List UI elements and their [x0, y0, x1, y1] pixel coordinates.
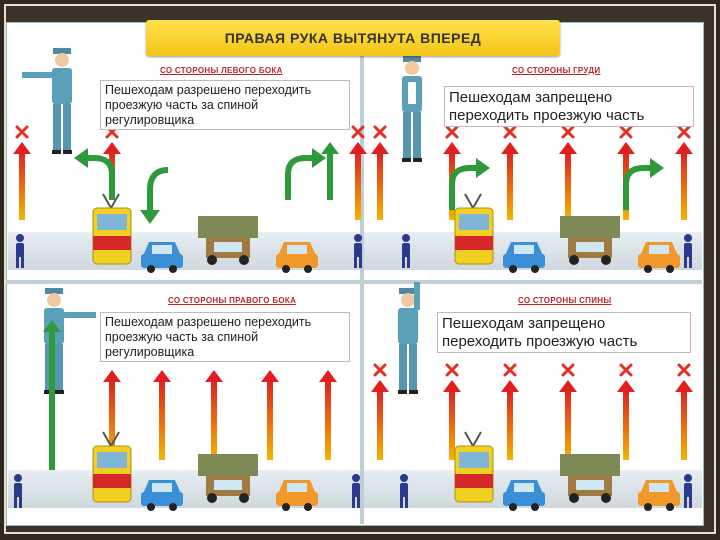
cross-icon [677, 363, 691, 377]
quadrant-note: Пешеходам запрещено переходить проезжую … [437, 312, 691, 354]
pedestrian-icon [14, 474, 22, 508]
car-icon [503, 480, 545, 511]
tram-icon [92, 193, 132, 265]
quadrant-heading: СО СТОРОНЫ ГРУДИ [512, 66, 601, 75]
car-icon [276, 480, 318, 511]
cross-icon [373, 363, 387, 377]
pedestrian-icon [402, 234, 410, 268]
car-icon [503, 242, 545, 273]
arrow-icon [371, 142, 389, 220]
cross-icon [445, 363, 459, 377]
pedestrian-icon [16, 234, 24, 268]
arrow-icon [623, 158, 664, 210]
traffic-controller-icon [402, 56, 422, 162]
arrow-icon [74, 148, 115, 200]
arrow-icon [449, 158, 490, 210]
traffic-controller-icon [398, 282, 420, 394]
horizontal-divider [6, 280, 702, 284]
tram-icon [92, 431, 132, 503]
cross-icon [619, 125, 633, 139]
truck-icon [560, 216, 620, 265]
poster-title: ПРАВАЯ РУКА ВЫТЯНУТА ВПЕРЕД [224, 30, 482, 46]
quadrant-heading: СО СТОРОНЫ ПРАВОГО БОКА [168, 296, 297, 305]
quadrant-heading: СО СТОРОНЫ ЛЕВОГО БОКА [160, 66, 283, 75]
pedestrian-icon [684, 234, 692, 268]
cross-icon [677, 125, 691, 139]
arrow-icon [501, 142, 519, 220]
car-icon [276, 242, 318, 273]
arrow-icon [321, 142, 339, 200]
arrow-icon [349, 142, 367, 220]
car-icon [141, 480, 183, 511]
cross-icon [445, 125, 459, 139]
arrow-icon [13, 142, 31, 220]
arrow-icon [43, 320, 61, 470]
arrow-icon [103, 370, 121, 460]
arrow-icon [675, 142, 693, 220]
tram-icon [454, 431, 494, 503]
arrow-icon [285, 148, 326, 200]
arrow-icon [443, 380, 461, 460]
arrow-icon [140, 167, 169, 224]
pedestrian-icon [352, 474, 360, 508]
arrow-icon [205, 370, 223, 460]
cross-icon [619, 363, 633, 377]
poster-title-bar: ПРАВАЯ РУКА ВЫТЯНУТА ВПЕРЕД [146, 20, 560, 56]
arrow-icon [153, 370, 171, 460]
cross-icon [373, 125, 387, 139]
car-icon [638, 242, 680, 273]
truck-icon [198, 454, 258, 503]
truck-icon [560, 454, 620, 503]
arrow-icon [675, 380, 693, 460]
pedestrian-icon [400, 474, 408, 508]
car-icon [638, 480, 680, 511]
car-icon [141, 242, 183, 273]
pedestrian-icon [684, 474, 692, 508]
quadrant-note: Пешеходам разрешено переходить проезжую … [100, 80, 350, 131]
truck-icon [198, 216, 258, 265]
arrow-icon [501, 380, 519, 460]
tram-icon [454, 193, 494, 265]
arrow-icon [559, 380, 577, 460]
arrow-icon [617, 380, 635, 460]
pedestrian-icon [354, 234, 362, 268]
vertical-divider [360, 22, 364, 524]
arrow-icon [261, 370, 279, 460]
cross-icon [503, 125, 517, 139]
arrow-icon [559, 142, 577, 220]
quadrant-note: Пешеходам разрешено переходить проезжую … [100, 312, 350, 363]
arrow-icon [371, 380, 389, 460]
cross-icon [503, 363, 517, 377]
traffic-controller-icon [22, 48, 72, 154]
quadrant-note: Пешеходам запрещено переходить проезжую … [444, 86, 694, 128]
cross-icon [351, 125, 365, 139]
quadrant-heading: СО СТОРОНЫ СПИНЫ [518, 296, 612, 305]
cross-icon [561, 363, 575, 377]
arrow-icon [319, 370, 337, 460]
cross-icon [561, 125, 575, 139]
cross-icon [15, 125, 29, 139]
